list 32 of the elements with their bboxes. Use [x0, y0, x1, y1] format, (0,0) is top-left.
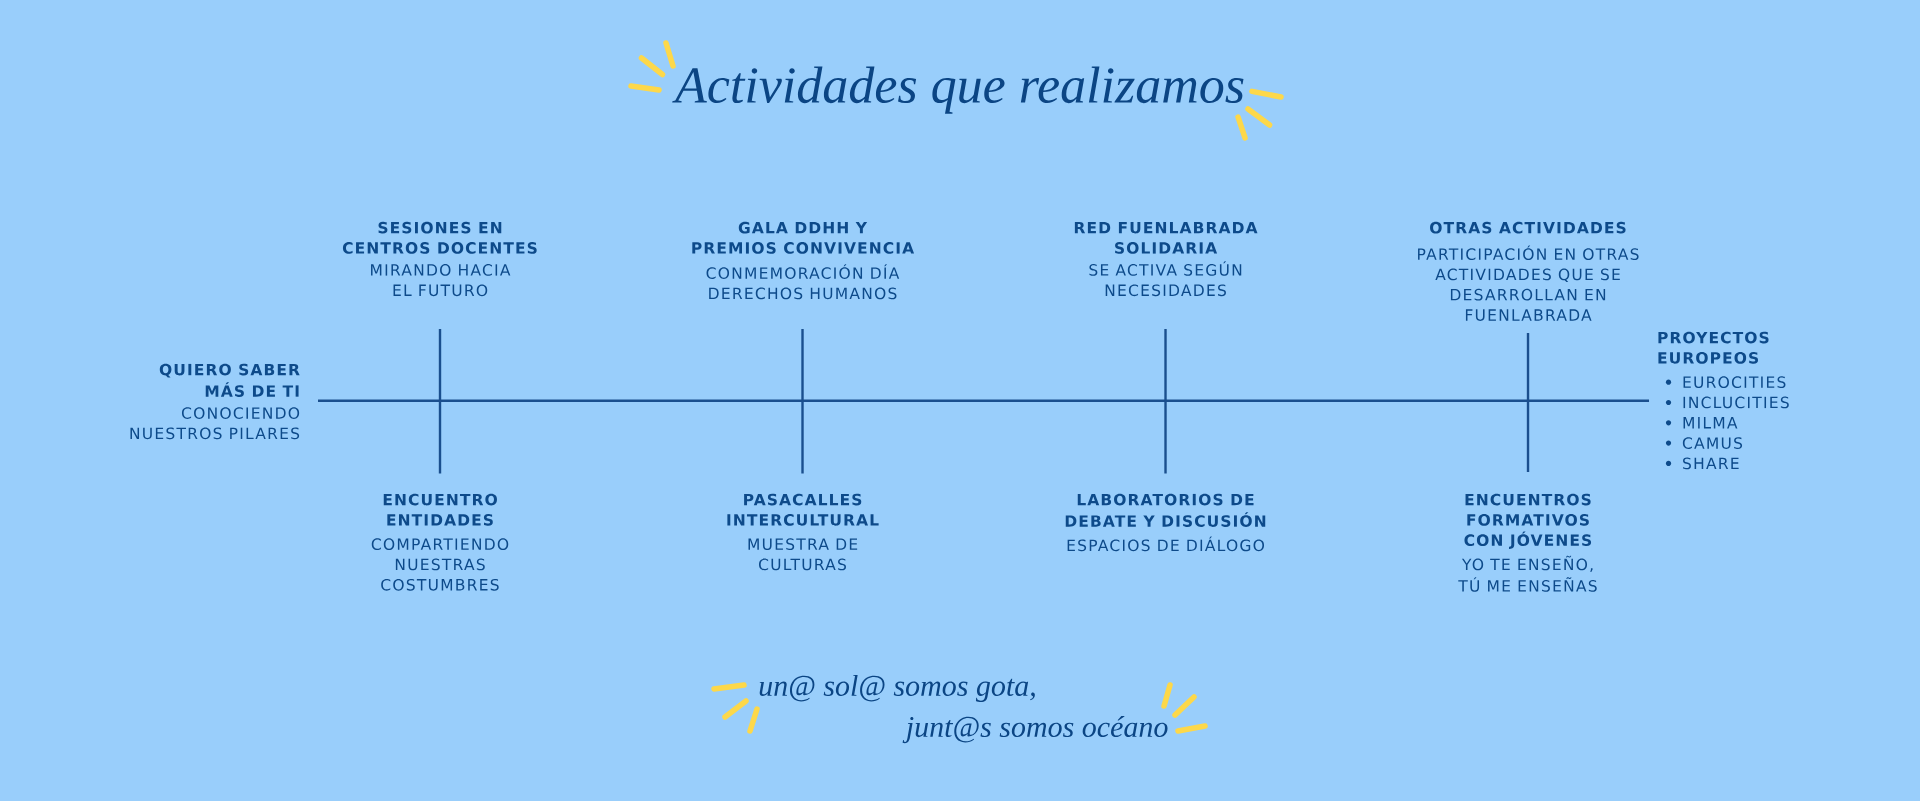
event-title: PROYECTOS EUROPEOS: [1658, 331, 1769, 364]
event-description: MIRANDO HACIA EL FUTURO: [371, 264, 511, 297]
event-description: COMPARTIENDO NUESTRAS COSTUMBRES: [371, 538, 509, 591]
event-description: MUESTRA DE CULTURAS: [748, 538, 858, 571]
event-title: ENCUENTROS FORMATIVOS CON JÓVENES: [1464, 493, 1592, 549]
event-title: ENCUENTRO ENTIDADES: [383, 493, 497, 526]
list-item: CAMUS: [1682, 437, 1743, 449]
event-title: GALA DDHH Y PREMIOS CONVIVENCIA: [692, 221, 915, 254]
list-item: EUROCITIES: [1683, 376, 1786, 389]
timeline-tick: [1526, 333, 1530, 472]
event-description: SE ACTIVA SEGÚN NECESIDADES: [1089, 261, 1242, 297]
slogan-text: junt@s somos océano: [902, 715, 1168, 744]
timeline-tick: [801, 329, 804, 474]
event-description: ESPACIOS DE DIÁLOGO: [1067, 536, 1264, 552]
event-title: OTRAS ACTIVIDADES: [1430, 221, 1626, 234]
event-description: CONMEMORACIÓN DÍA DERECHOS HUMANOS: [706, 264, 900, 300]
event-title: PASACALLES INTERCULTURAL: [727, 493, 879, 526]
slogan-text: un@ sol@ somos gota,: [759, 674, 1035, 703]
list-item: INCLUCITIES: [1683, 396, 1789, 409]
event-description: PARTICIPACIÓN EN OTRAS ACTIVIDADES QUE SE DESARROLLAN EN FUENLABRADA: [1418, 245, 1639, 321]
timeline-tick: [1164, 329, 1167, 474]
list-item: SHARE: [1683, 457, 1739, 470]
timeline-tick: [438, 329, 442, 474]
event-title: RED FUENLABRADA SOLIDARIA: [1074, 222, 1258, 254]
event-title: LABORATORIOS DE DEBATE Y DISCUSIÓN: [1065, 493, 1266, 527]
event-title: QUIERO SABER MÁS DE TI: [159, 363, 300, 397]
event-description: CONOCIENDO NUESTROS PILARES: [130, 407, 300, 440]
event-title: SESIONES EN CENTROS DOCENTES: [342, 221, 537, 254]
list-item: MILMA: [1683, 417, 1738, 429]
timeline-line: [318, 399, 1649, 402]
title: Actividades que realizamos: [672, 66, 1244, 114]
event-description: YO TE ENSEÑO, TÚ ME ENSEÑAS: [1458, 555, 1597, 592]
